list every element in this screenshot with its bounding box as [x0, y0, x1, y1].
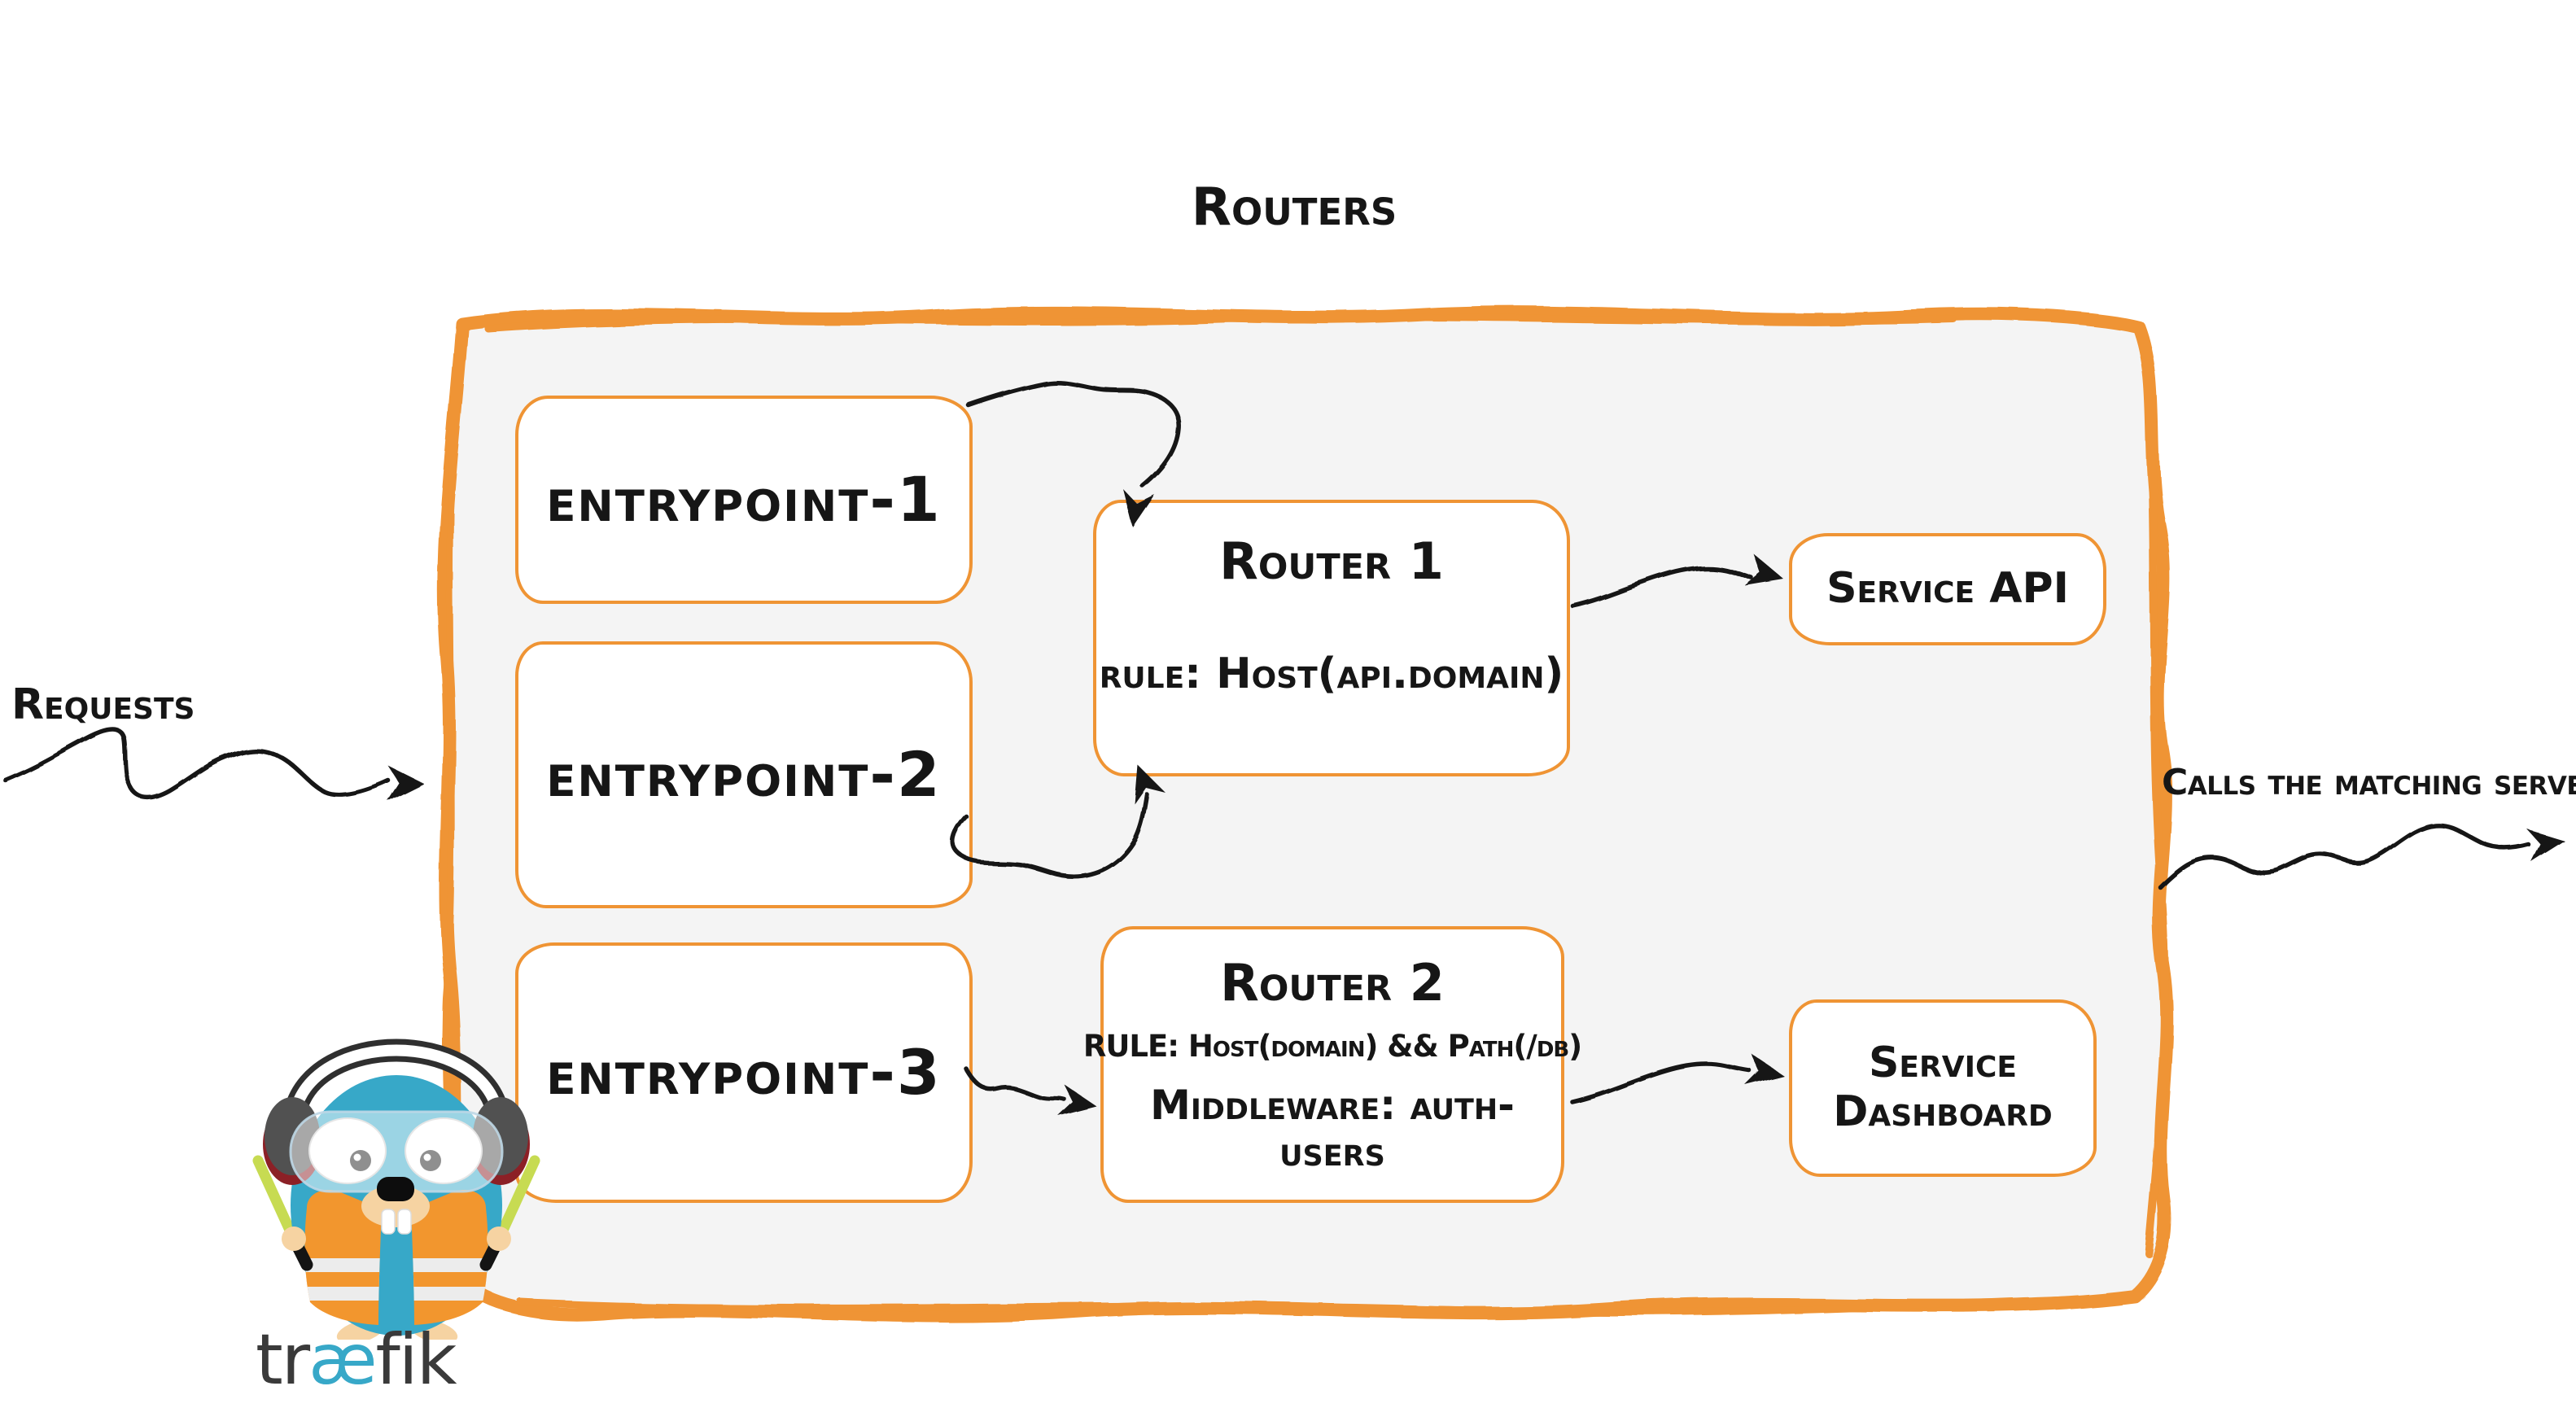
router-1-name: Router 1: [1219, 531, 1444, 591]
service-api-label: Service API: [1826, 564, 2069, 614]
entrypoint-1-box: entrypoint-1: [515, 396, 973, 604]
router2-service-dashboard-arrow: [1570, 1054, 1784, 1104]
gopher-hands: [282, 1227, 511, 1271]
service-dashboard-label: Service Dashboard: [1833, 1039, 2053, 1136]
entrypoint-2-label: entrypoint-2: [546, 738, 942, 811]
router-2-middleware: Middleware: auth-users: [1150, 1081, 1515, 1176]
diagram-title: Routers: [1191, 177, 1397, 238]
wordmark-ae: æ: [308, 1319, 377, 1401]
service-api-box: Service API: [1789, 533, 2106, 645]
traefik-gopher-mascot: [252, 1039, 540, 1340]
router1-service-api-arrow: [1570, 554, 1784, 608]
requests-arrow: [2, 727, 423, 801]
router-1-rule: rule: Host(api.domain): [1099, 649, 1564, 699]
entrypoint-2-box: entrypoint-2: [515, 641, 973, 908]
entrypoint-3-label: entrypoint-3: [546, 1036, 942, 1109]
router-2-name: Router 2: [1220, 953, 1445, 1012]
marshalling-wands-icon: [252, 1155, 540, 1241]
router-1-box: Router 1 rule: Host(api.domain): [1093, 500, 1570, 776]
traefik-wordmark: træfik: [256, 1325, 457, 1395]
router-2-rule: RULE: Host(domain) && Path(/db): [1082, 1029, 1582, 1065]
calls-arrow: [2158, 823, 2564, 890]
wordmark-start: tr: [256, 1319, 310, 1401]
entrypoint3-router2-arrow: [964, 1067, 1097, 1117]
requests-label: Requests: [11, 680, 195, 729]
service-dashboard-box: Service Dashboard: [1789, 999, 2097, 1177]
calls-label: Calls the matching server: [2162, 762, 2576, 803]
wordmark-end: fik: [375, 1319, 457, 1401]
router-2-box: Router 2 RULE: Host(domain) && Path(/db)…: [1083, 926, 1582, 1203]
entrypoint-1-label: entrypoint-1: [546, 463, 942, 536]
entrypoint2-router1-arrow: [951, 765, 1166, 879]
entrypoint-3-box: entrypoint-3: [515, 942, 973, 1203]
gopher-face: [289, 1110, 504, 1235]
